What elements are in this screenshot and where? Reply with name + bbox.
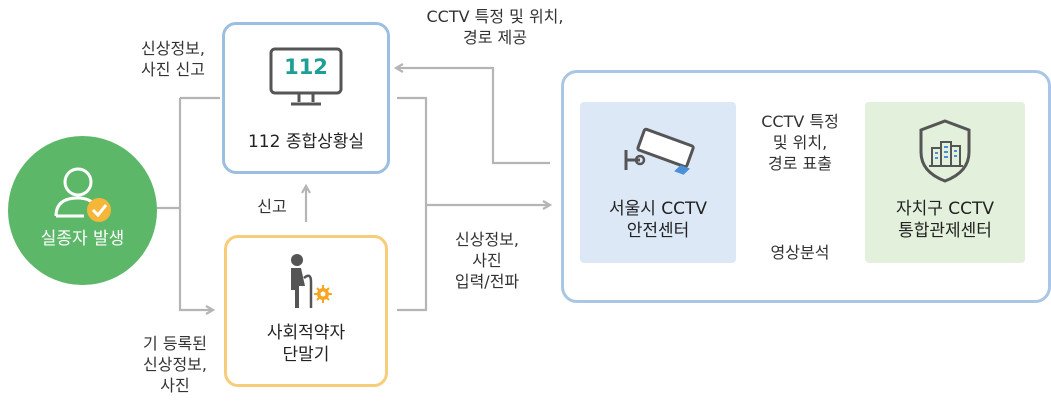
elderly-person-icon (291, 254, 332, 308)
cctv-camera-icon (624, 127, 695, 175)
label-seoul-to-district: 영상분석 (770, 243, 830, 262)
device-label: 사회적약자 단말기 (266, 323, 346, 365)
monitor-icon (269, 47, 343, 106)
missing-person-label: 실종자 발생 (40, 229, 125, 249)
police-center-label: 112 종합상황실 (247, 132, 365, 152)
district-cctv-center-box: 자치구 CCTV 통합관제센터 (865, 102, 1025, 263)
edge-police-bracket (397, 96, 428, 312)
label-district-to-seoul: CCTV 특정 및 위치, 경로 표출 (761, 112, 839, 173)
seoul-cctv-center-label: 서울시 CCTV 안전센터 (608, 199, 708, 241)
missing-person-node: 실종자 발생 (8, 136, 157, 285)
label-to-device: 기 등록된 신상정보, 사진 (143, 334, 207, 395)
label-seoul-to-police: CCTV 특정 및 위치, 경로 제공 (426, 7, 564, 47)
person-check-icon (54, 167, 111, 222)
seoul-cctv-center-box: 서울시 CCTV 안전센터 (580, 102, 736, 263)
police-center-box: 112 112 종합상황실 (222, 22, 390, 174)
monitor-number: 112 (284, 55, 328, 79)
label-to-seoul: 신상정보, 사진 입력/전파 (454, 230, 520, 291)
edge-seoul-to-police (396, 68, 550, 165)
device-box: 사회적약자 단말기 (224, 235, 388, 387)
label-device-to-police: 신고 (257, 197, 287, 216)
label-to-police: 신상정보, 사진 신고 (141, 39, 205, 79)
district-cctv-center-label: 자치구 CCTV 통합관제센터 (895, 199, 995, 241)
edge-to-police (178, 96, 220, 310)
shield-building-icon (919, 119, 971, 183)
